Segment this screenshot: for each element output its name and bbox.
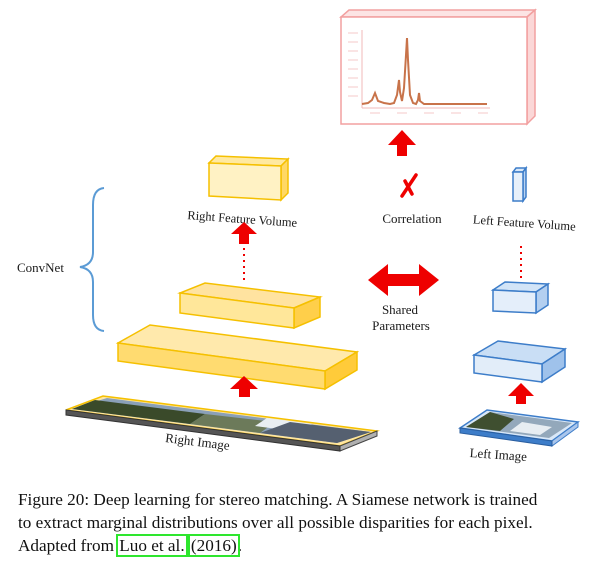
arrow-up-right-branch-top (231, 222, 257, 244)
left-conv-layer-1 (471, 340, 568, 384)
parameters-label: Parameters (372, 318, 430, 333)
left-conv-layer-2 (490, 281, 551, 315)
right-conv-layer-1 (115, 324, 360, 391)
right-feature-volume (207, 155, 290, 202)
caption-line-2: to extract marginal distributions over a… (18, 513, 533, 532)
diagram: Correlation Right Feature Volume Left Fe… (17, 8, 580, 464)
right-conv-layer-2 (177, 282, 323, 330)
citation-author-link[interactable]: Luo et al. (116, 534, 188, 557)
arrow-up-to-output (388, 130, 416, 156)
correlation-x-icon (400, 173, 418, 198)
figure-caption: Figure 20: Deep learning for stereo matc… (18, 488, 596, 557)
correlation-label: Correlation (382, 211, 442, 226)
caption-line-3-prefix: Adapted from (18, 536, 119, 555)
arrow-up-left-branch-bottom (508, 383, 534, 404)
convnet-brace (79, 187, 105, 332)
shared-label: Shared (382, 302, 419, 317)
right-image (65, 395, 380, 452)
caption-line-3: Adapted from Luo et al. (2016). (18, 534, 596, 557)
citation-year-link[interactable]: (2016) (187, 534, 240, 557)
correlation-output-chart (339, 8, 537, 126)
left-feature-volume-label: Left Feature Volume (472, 212, 576, 233)
caption-line-3-suffix: . (237, 536, 243, 555)
disparity-distribution-curve (361, 37, 487, 106)
left-image-label: Left Image (469, 445, 528, 464)
shared-parameters-arrow (368, 264, 439, 296)
left-feature-volume (511, 165, 528, 204)
arrow-up-right-branch-bottom (230, 376, 258, 397)
caption-line-1: Figure 20: Deep learning for stereo matc… (18, 490, 538, 509)
left-image (457, 409, 580, 447)
convnet-label: ConvNet (17, 260, 64, 275)
